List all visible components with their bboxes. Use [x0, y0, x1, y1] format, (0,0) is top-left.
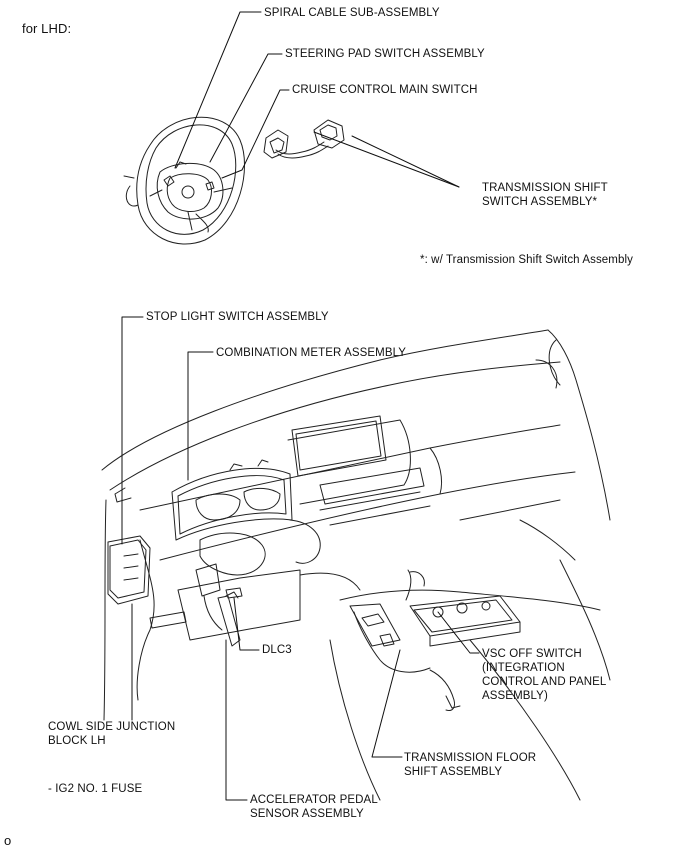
dashboard-drawing	[101, 329, 611, 801]
label-transmission-floor-shift-line1: TRANSMISSION FLOOR	[404, 752, 537, 764]
lower-leader-lines	[121, 316, 480, 801]
label-accelerator-pedal-line2: SENSOR ASSEMBLY	[250, 808, 364, 820]
label-cowl-side-junction-line1: COWL SIDE JUNCTION	[48, 721, 176, 733]
steering-wheel-drawing	[123, 116, 246, 245]
label-combination-meter: COMBINATION METER ASSEMBLY	[216, 347, 407, 359]
upper-leader-lines	[174, 11, 460, 188]
label-steering-pad-switch: STEERING PAD SWITCH ASSEMBLY	[285, 48, 485, 60]
variant-label: for LHD:	[22, 21, 72, 36]
label-transmission-floor-shift-line2: SHIFT ASSEMBLY	[404, 766, 503, 778]
label-transmission-shift-switch-line1: TRANSMISSION SHIFT	[482, 182, 608, 194]
label-vsc-off-switch-line2: (INTEGRATION	[482, 662, 565, 674]
footnote: *: w/ Transmission Shift Switch Assembly	[420, 254, 633, 266]
page-corner-mark: o	[4, 833, 12, 848]
label-spiral-cable: SPIRAL CABLE SUB-ASSEMBLY	[264, 7, 440, 19]
label-cruise-control-main-switch: CRUISE CONTROL MAIN SWITCH	[292, 84, 478, 96]
label-vsc-off-switch-line1: VSC OFF SWITCH	[482, 648, 582, 660]
label-vsc-off-switch-line3: CONTROL AND PANEL	[482, 676, 607, 688]
label-ig2-fuse: - IG2 NO. 1 FUSE	[48, 783, 143, 795]
label-vsc-off-switch-line4: ASSEMBLY)	[482, 690, 548, 702]
label-stop-light-switch: STOP LIGHT SWITCH ASSEMBLY	[146, 311, 329, 323]
label-cowl-side-junction-line2: BLOCK LH	[48, 735, 106, 747]
label-accelerator-pedal-line1: ACCELERATOR PEDAL	[250, 794, 378, 806]
label-transmission-shift-switch-line2: SWITCH ASSEMBLY*	[482, 196, 598, 208]
paddle-shift-drawing	[263, 119, 345, 159]
label-dlc3: DLC3	[262, 644, 292, 656]
